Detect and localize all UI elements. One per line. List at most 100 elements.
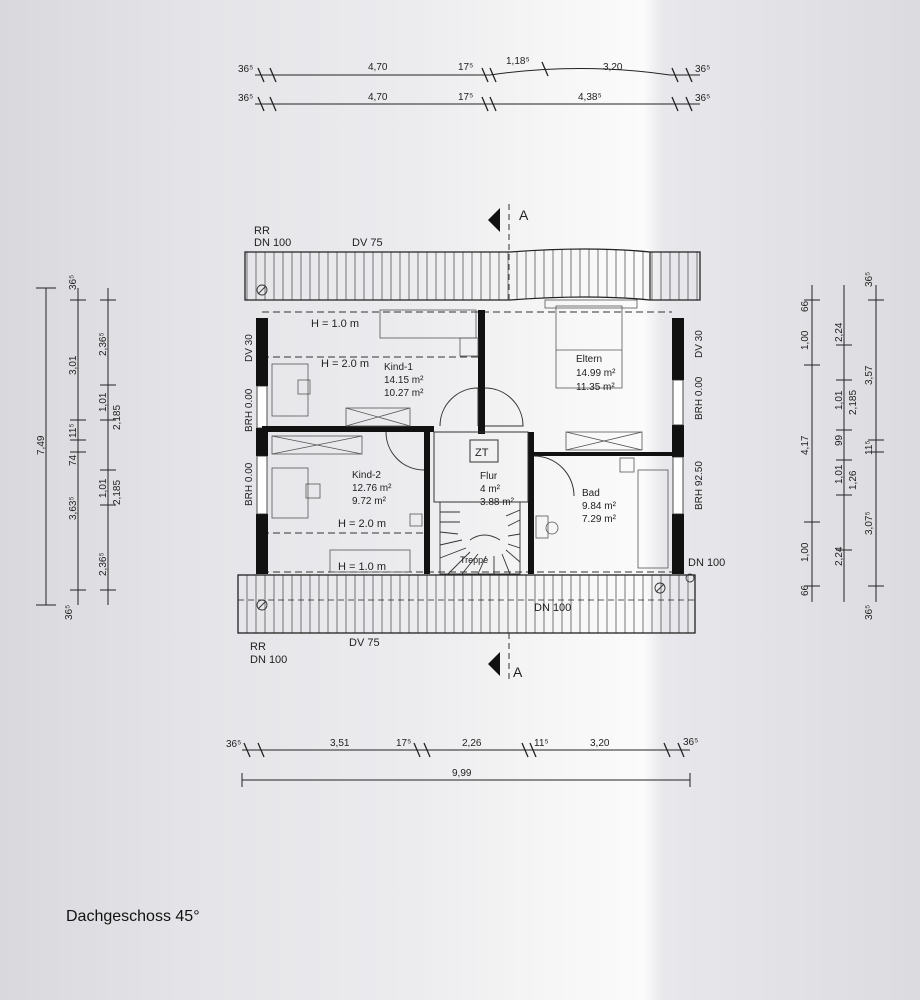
dim-top1-1: 4,70 xyxy=(368,62,388,73)
roof-edge-lines xyxy=(262,311,672,573)
dim-top1-4: 3,20 xyxy=(603,62,623,73)
dimension-left xyxy=(36,287,116,606)
dim-top2-1: 4,70 xyxy=(368,92,388,103)
dimension-top xyxy=(255,61,700,112)
dim-bottom1-2: 17⁵ xyxy=(396,738,411,749)
section-marker-top xyxy=(488,204,510,300)
dim-left-inner-4: 2,185 xyxy=(112,480,123,505)
dim-right-mid-3: 1,01 xyxy=(834,464,845,484)
room-flur-area2: 3.88 m² xyxy=(480,497,515,508)
dim-bottom1-6: 36⁵ xyxy=(683,737,698,748)
dim-top1-2: 17⁵ xyxy=(458,62,473,73)
room-bad-name: Bad xyxy=(582,488,600,499)
room-kind1-name: Kind-1 xyxy=(384,362,413,373)
label-h10-top: H = 1.0 m xyxy=(311,318,359,330)
section-label-bottom: A xyxy=(513,664,523,680)
label-brh000-right: BRH 0.00 xyxy=(694,376,705,420)
zt-box xyxy=(469,439,499,463)
label-dv75-top: DV 75 xyxy=(352,237,383,249)
dim-left-mid-1: 3,01 xyxy=(68,355,79,375)
staircase xyxy=(439,501,521,575)
drain-marks xyxy=(256,284,695,611)
label-dn100-top: DN 100 xyxy=(254,237,291,249)
room-kind1-area1: 14.15 m² xyxy=(384,375,424,386)
dim-right-outer-4: 36⁵ xyxy=(864,605,875,620)
room-eltern-area1: 14.99 m² xyxy=(576,368,616,379)
room-eltern-name: Eltern xyxy=(576,354,602,365)
label-dn100-bottom: DN 100 xyxy=(250,654,287,666)
dim-left-outer-1: 36⁵ xyxy=(64,605,75,620)
dim-top2-2: 17⁵ xyxy=(458,92,473,103)
dim-right-mid-1: 1,01 xyxy=(834,390,845,410)
section-label-top: A xyxy=(519,207,529,223)
section-marker-bottom xyxy=(488,633,510,680)
label-brh9250-right: BRH 92.50 xyxy=(694,461,705,510)
room-eltern-area2: 11.35 m² xyxy=(576,382,615,393)
dim-left-mid-0: 36⁵ xyxy=(68,275,79,290)
label-h20-kind1: H = 2.0 m xyxy=(321,358,369,370)
dim-right-inner-0: 66 xyxy=(800,300,811,312)
dim-right-mid-4: 1,26 xyxy=(848,470,859,490)
dim-right-inner-3: 1,00 xyxy=(800,542,811,562)
dim-left-mid-4: 3,63⁵ xyxy=(68,496,79,520)
label-dn100-right: DN 100 xyxy=(688,557,725,569)
label-dv75-bottom: DV 75 xyxy=(349,637,380,649)
dim-left-mid-3: 74 xyxy=(68,454,79,466)
room-kind1-area2: 10.27 m² xyxy=(384,388,424,399)
dim-bottom1-4: 11⁵ xyxy=(534,738,549,749)
dim-top1-0: 36⁵ xyxy=(238,64,253,75)
dimension-right xyxy=(804,285,884,602)
dim-right-inner-2: 4,17 xyxy=(800,435,811,455)
dim-right-outer-3: 3,07⁵ xyxy=(864,511,875,535)
label-rr-bottom: RR xyxy=(250,641,266,653)
label-h20-kind2: H = 2.0 m xyxy=(338,518,386,530)
label-dv30-right: DV 30 xyxy=(694,330,705,358)
dim-bottom1-0: 36⁵ xyxy=(226,739,241,750)
dim-bottom1-5: 3,20 xyxy=(590,738,610,749)
dim-right-inner-4: 66 xyxy=(800,584,811,596)
label-dv30-left: DV 30 xyxy=(244,334,255,362)
dim-right-mid-0: 2,24 xyxy=(834,322,845,342)
dim-right-outer-0: 36⁵ xyxy=(864,272,875,287)
dim-bottom1-3: 2,26 xyxy=(462,738,482,749)
dimension-bottom xyxy=(241,742,691,787)
dim-bottom1-1: 3,51 xyxy=(330,738,350,749)
label-brh000-left2: BRH 0.00 xyxy=(244,462,255,506)
dim-right-outer-1: 3,57 xyxy=(864,365,875,385)
dim-right-mid-2: 99 xyxy=(834,434,845,446)
label-zt: ZT xyxy=(475,447,489,459)
room-flur-area1: 4 m² xyxy=(480,484,501,495)
roof-top xyxy=(244,248,701,301)
label-brh000-left1: BRH 0.00 xyxy=(244,388,255,432)
dim-right-mid-5: 2,24 xyxy=(834,546,845,566)
dim-left-outer-0: 7,49 xyxy=(36,435,47,455)
dim-top1-3: 1,18⁵ xyxy=(506,56,530,67)
dim-left-inner-1: 1,01 xyxy=(98,392,109,412)
label-dn100-gutter: DN 100 xyxy=(534,602,571,614)
roof-bottom xyxy=(237,574,696,634)
plan-title: Dachgeschoss 45° xyxy=(66,908,200,925)
furniture xyxy=(271,299,669,573)
dim-top2-3: 4,38⁵ xyxy=(578,92,602,103)
dim-right-outer-2: 11⁵ xyxy=(864,440,875,455)
dim-top2-0: 36⁵ xyxy=(238,93,253,104)
label-rr-top: RR xyxy=(254,225,270,237)
room-kind2-area1: 12.76 m² xyxy=(352,483,392,494)
room-kind2-name: Kind-2 xyxy=(352,470,381,481)
room-bad-area2: 7.29 m² xyxy=(582,514,617,525)
dim-left-inner-0: 2,36⁵ xyxy=(98,332,109,356)
dim-top1-5: 36⁵ xyxy=(695,64,710,75)
dim-top2-4: 36⁵ xyxy=(695,93,710,104)
dim-right-inner-1: 1,00 xyxy=(800,330,811,350)
interior-walls xyxy=(262,310,672,574)
label-treppe: Treppe xyxy=(460,555,488,565)
room-flur-name: Flur xyxy=(480,471,498,482)
doors xyxy=(385,387,575,497)
dim-left-mid-5: 2,36⁵ xyxy=(98,552,109,576)
label-h10-bottom: H = 1.0 m xyxy=(338,561,386,573)
dim-left-inner-3: 1,01 xyxy=(98,478,109,498)
room-bad-area1: 9.84 m² xyxy=(582,501,617,512)
dim-left-inner-2: 2,185 xyxy=(112,405,123,430)
